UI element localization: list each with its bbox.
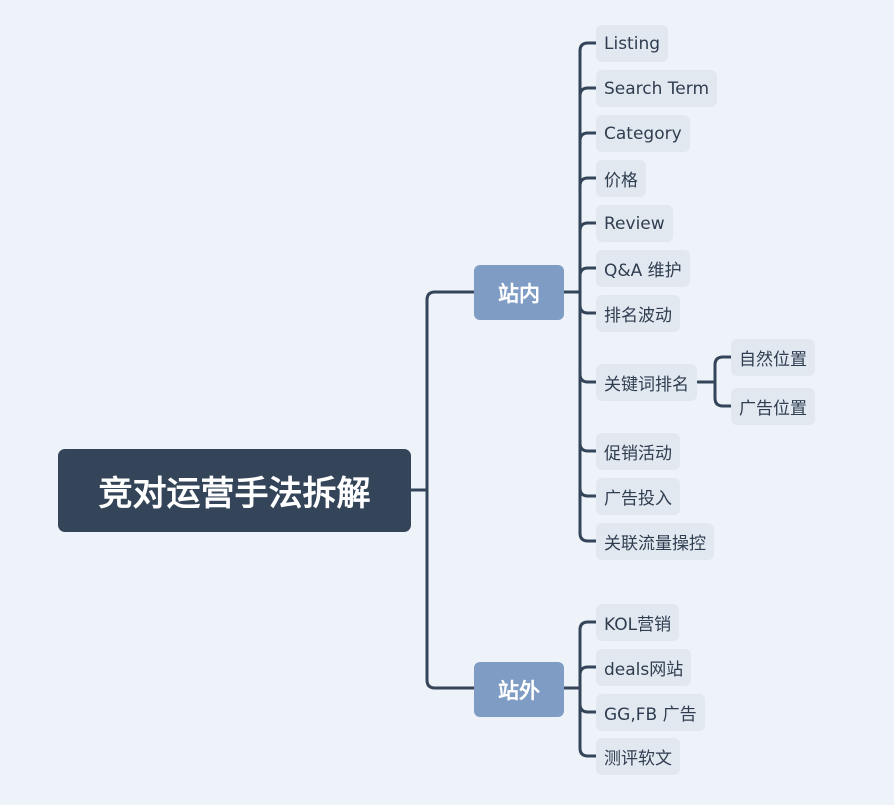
root-topic-label: 竞对运营手法拆解 — [98, 474, 371, 514]
topic-review[interactable]: Review — [596, 205, 673, 242]
topic-label: Q&A 维护 — [604, 261, 682, 281]
topic-label: 促销活动 — [604, 444, 672, 464]
topic-ad-spend[interactable]: 广告投入 — [596, 478, 680, 515]
topic-label: 关键词排名 — [604, 375, 689, 395]
topic-search-term[interactable]: Search Term — [596, 70, 718, 107]
topic-label: Review — [604, 213, 665, 234]
topic-deals-sites[interactable]: deals网站 — [596, 649, 692, 686]
topic-label: GG,FB 广告 — [604, 705, 697, 725]
topic-price[interactable]: 价格 — [596, 160, 646, 197]
topic-label: Search Term — [604, 78, 710, 99]
topic-kol-marketing[interactable]: KOL营销 — [596, 604, 680, 641]
topic-label: KOL营销 — [604, 615, 672, 635]
topic-keyword-ranking[interactable]: 关键词排名 — [596, 364, 697, 401]
topic-related-traffic[interactable]: 关联流量操控 — [596, 523, 714, 560]
topic-label: 价格 — [604, 171, 638, 191]
topic-listing[interactable]: Listing — [596, 25, 669, 62]
topic-review-articles[interactable]: 测评软文 — [596, 738, 680, 775]
topic-ad-position[interactable]: 广告位置 — [731, 388, 815, 425]
topic-label: 广告位置 — [739, 399, 807, 419]
branch-label: 站外 — [498, 678, 540, 703]
topic-organic-position[interactable]: 自然位置 — [731, 339, 815, 376]
topic-label: Listing — [604, 33, 661, 54]
topic-label: 排名波动 — [604, 306, 672, 326]
topic-label: 自然位置 — [739, 350, 807, 370]
topic-label: 测评软文 — [604, 749, 672, 769]
topic-label: Category — [604, 123, 682, 144]
topic-category[interactable]: Category — [596, 115, 690, 152]
branch-offsite[interactable]: 站外 — [474, 662, 564, 717]
topic-label: 广告投入 — [604, 489, 672, 509]
root-topic[interactable]: 竞对运营手法拆解 — [58, 449, 411, 532]
branch-onsite[interactable]: 站内 — [474, 265, 564, 320]
topic-label: deals网站 — [604, 660, 684, 680]
topic-label: 关联流量操控 — [604, 534, 706, 554]
topic-gg-fb-ads[interactable]: GG,FB 广告 — [596, 694, 705, 731]
topic-qa[interactable]: Q&A 维护 — [596, 250, 690, 287]
topic-promotions[interactable]: 促销活动 — [596, 433, 680, 470]
topic-ranking-fluctuation[interactable]: 排名波动 — [596, 295, 680, 332]
branch-label: 站内 — [498, 281, 540, 306]
